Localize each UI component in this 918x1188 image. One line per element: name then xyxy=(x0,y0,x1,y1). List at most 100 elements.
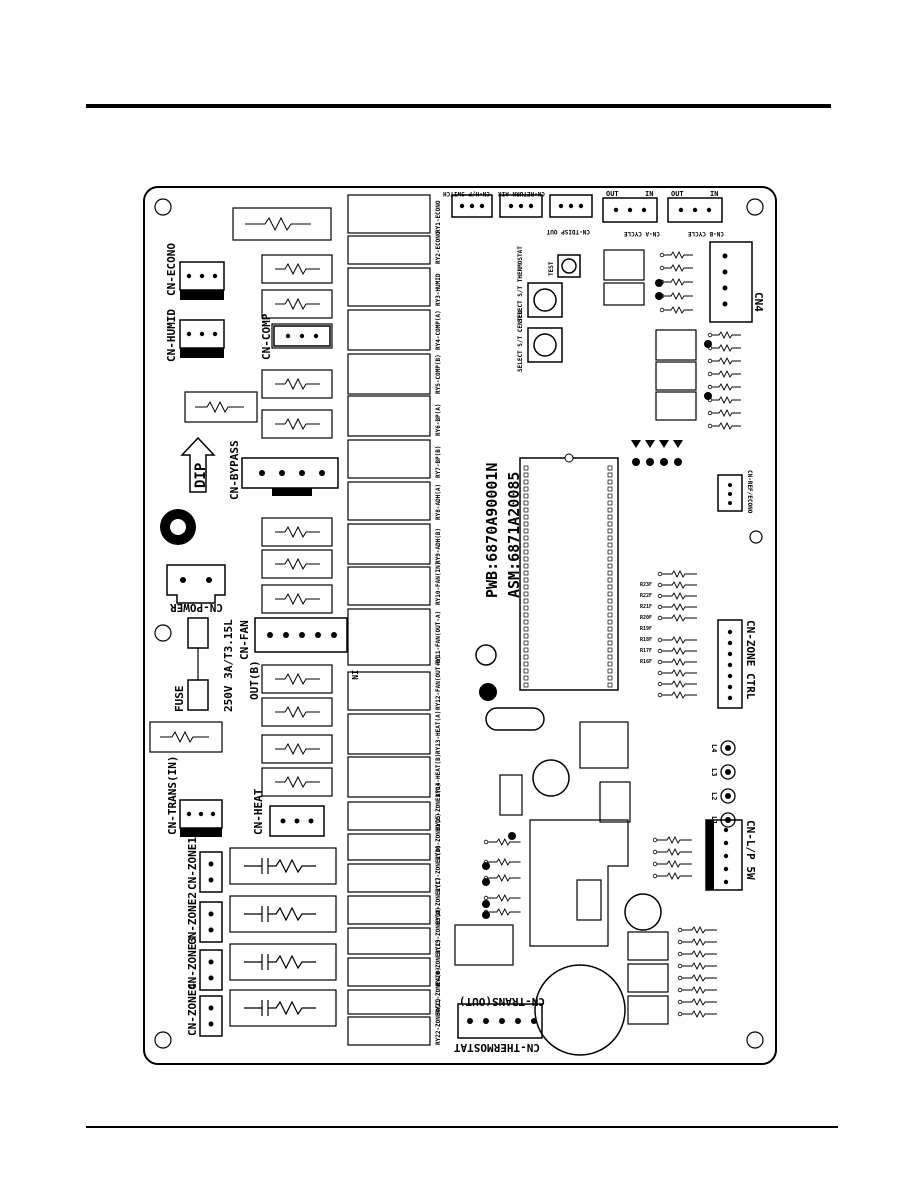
ic-pin xyxy=(607,535,613,541)
relay-label-8: RY8-ADH(A) xyxy=(435,484,442,520)
solder-dot xyxy=(482,862,490,870)
ic-pin xyxy=(607,514,613,520)
ic-pin xyxy=(523,682,529,688)
resistor xyxy=(660,657,697,667)
ic-pin xyxy=(607,493,613,499)
relay-3 xyxy=(347,267,431,307)
cn-fan-label: CN-FAN xyxy=(238,620,251,660)
ic-pin xyxy=(523,549,529,555)
relay-label-11: RY11-FAN(OUT-A) xyxy=(435,611,442,665)
cn-zone-ctrl-connector xyxy=(717,619,743,709)
pad xyxy=(657,637,663,643)
pad xyxy=(657,604,663,610)
header-rule xyxy=(86,104,831,108)
cn-trans-in-label: CN-TRANS(IN) xyxy=(166,756,179,835)
zone-ctrl-resistor-label: R23F xyxy=(640,582,652,588)
cn-ref-econo-label: CN-REF/ECONO xyxy=(746,470,753,514)
cn-zone3-label: CN-ZONE3 xyxy=(186,937,199,990)
resistor xyxy=(662,250,693,260)
in-label-fan: IN xyxy=(350,670,359,680)
resistor xyxy=(710,421,741,431)
ic-pin xyxy=(607,654,613,660)
resistor xyxy=(660,569,697,579)
resistor xyxy=(486,873,521,883)
ic-pin xyxy=(523,479,529,485)
relay-label-13: RY13-HEAT(A) xyxy=(435,711,442,754)
diode xyxy=(645,440,655,448)
led-pad xyxy=(646,458,654,466)
zone-ctrl-resistor-label: R20F xyxy=(640,615,652,621)
relay-9 xyxy=(347,523,431,565)
resistor xyxy=(680,949,717,959)
pad xyxy=(707,332,713,338)
ic-pin xyxy=(523,521,529,527)
pad xyxy=(677,987,683,993)
cn-bypass-connector xyxy=(241,457,339,496)
ic-pin xyxy=(523,591,529,597)
relay-13 xyxy=(347,713,431,755)
ic-pin xyxy=(523,598,529,604)
relay-11 xyxy=(347,608,431,666)
cn-bypass-label: CN-BYPASS xyxy=(228,440,241,500)
resistor xyxy=(662,305,693,315)
relay-10 xyxy=(347,566,431,606)
resistor xyxy=(662,263,693,273)
ic-pin xyxy=(607,500,613,506)
zone-ctrl-resistor-label: R19F xyxy=(640,626,652,632)
ic-pin xyxy=(523,472,529,478)
ic-pin xyxy=(523,507,529,513)
ic-pin xyxy=(523,640,529,646)
ic-pin xyxy=(523,619,529,625)
pad xyxy=(657,670,663,676)
zone-filter-blocks xyxy=(229,847,337,1027)
resistor xyxy=(680,1009,717,1019)
cn-zone1-label: CN-ZONE1 xyxy=(186,837,199,890)
cn4-label: CN4 xyxy=(752,292,765,312)
relay-label-10: RY10-FAN(IN) xyxy=(435,562,442,605)
ic-pin xyxy=(607,605,613,611)
resistor xyxy=(680,925,717,935)
solder-dot xyxy=(655,279,663,287)
cn-trans-out-label: CN-TRANS(OUT) xyxy=(459,995,545,1008)
cn-b-cycle-label: CN-B CYCLE xyxy=(687,230,724,237)
cn-power-connector xyxy=(166,564,226,604)
pad xyxy=(657,681,663,687)
cn-thermostat-label: CN-THERMOSTAT xyxy=(454,1041,540,1054)
solder-dot xyxy=(482,900,490,908)
cn-comp-connector xyxy=(273,325,331,347)
top-connector-pins xyxy=(459,203,712,213)
relay-column: RY1-ECONORY2-ECONORY3-HUMIDRY4-COMP(A)RY… xyxy=(347,194,442,1046)
resistor-zigzags-left xyxy=(160,216,320,789)
ic-pin xyxy=(607,640,613,646)
diode xyxy=(673,440,683,448)
led-l3-icon xyxy=(720,764,736,780)
dip-arrow-icon xyxy=(180,436,216,493)
ic-pin xyxy=(523,570,529,576)
assembly-number-text: ASM:6871A20085 xyxy=(505,472,523,598)
ic-pin xyxy=(607,507,613,513)
relay-label-15: RY15-ZONE1(O) xyxy=(435,783,442,830)
resistor xyxy=(655,847,692,857)
ic-pin xyxy=(607,472,613,478)
zone-ctrl-resistor-label: R21F xyxy=(640,604,652,610)
led-pad xyxy=(660,458,668,466)
resistor xyxy=(680,961,717,971)
relay-label-2: RY2-ECONO xyxy=(435,231,442,264)
ic-pin xyxy=(607,479,613,485)
relay-label-18: RY18-ZONE2(C) xyxy=(435,877,442,924)
resistor xyxy=(660,668,697,678)
resistor xyxy=(710,395,741,405)
relay-14 xyxy=(347,756,431,798)
led-pad xyxy=(674,458,682,466)
cn-thermostat-connector xyxy=(457,1003,543,1039)
resistor xyxy=(486,857,521,867)
ic-pin xyxy=(523,535,529,541)
relay-label-14: RY14-HEAT(B) xyxy=(435,754,442,797)
pcb-number-text: PWB:6870A90001N xyxy=(483,463,501,598)
pad xyxy=(657,593,663,599)
relay-6 xyxy=(347,395,431,437)
cn-heat-label: CN-HEAT xyxy=(252,788,265,835)
relay-8 xyxy=(347,481,431,521)
out-b-label: OUT(B) xyxy=(248,660,261,700)
ic-pin xyxy=(607,682,613,688)
